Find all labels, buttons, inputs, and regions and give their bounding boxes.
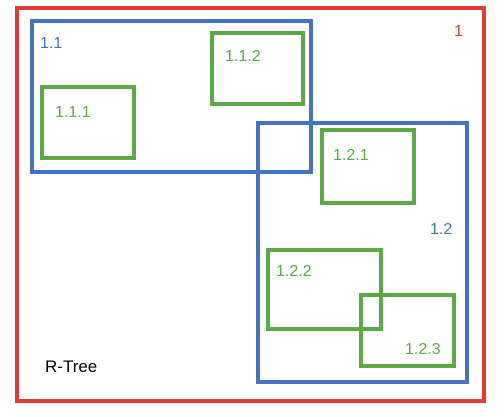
rect-1-2-1 xyxy=(320,128,416,205)
label-1-1-1: 1.1.1 xyxy=(55,104,91,121)
label-1-2-1: 1.2.1 xyxy=(333,147,369,164)
rect-1-2-2 xyxy=(266,248,383,331)
label-1-1-2: 1.1.2 xyxy=(225,48,261,65)
rect-1-1-1 xyxy=(40,85,136,160)
rect-1-1 xyxy=(30,19,313,174)
label-1-1: 1.1 xyxy=(40,35,62,52)
rect-1-2 xyxy=(256,121,469,384)
label-1-2: 1.2 xyxy=(430,221,452,238)
rect-1-2-3 xyxy=(359,293,456,368)
rect-1-1-2 xyxy=(210,31,305,106)
diagram-caption: R-Tree xyxy=(45,357,97,376)
label-1-2-3: 1.2.3 xyxy=(405,341,441,358)
label-1-2-2: 1.2.2 xyxy=(276,263,312,280)
label-1: 1 xyxy=(454,23,463,40)
rect-1 xyxy=(15,6,486,403)
